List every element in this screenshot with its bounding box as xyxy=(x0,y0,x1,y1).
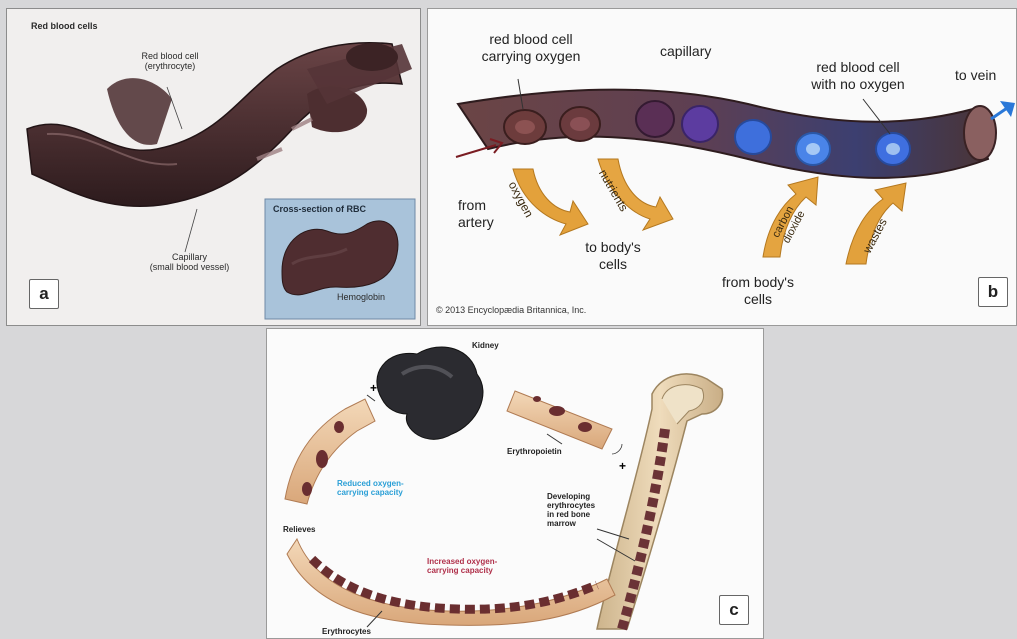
to-body-cells-line1: to body's xyxy=(558,239,668,256)
capillary-illustration xyxy=(7,9,421,326)
from-body-cells-line1: from body's xyxy=(698,274,818,291)
plus-sign-right: + xyxy=(619,459,626,473)
rbc-no-oxygen-label: red blood cell with no oxygen xyxy=(798,59,918,93)
panel-b: red blood cell carrying oxygen capillary… xyxy=(427,8,1017,326)
developing-line4: marrow xyxy=(547,519,595,528)
developing-line2: erythrocytes xyxy=(547,501,595,510)
panel-a: Red blood cells Red blood cell (erythroc… xyxy=(6,8,421,326)
reduced-capacity-line1: Reduced oxygen- xyxy=(337,479,404,488)
relieves-label: Relieves xyxy=(283,525,315,534)
erythrocytes-label: Erythrocytes xyxy=(322,627,371,636)
erythropoietin-label: Erythropoietin xyxy=(507,447,562,456)
capillary-label-b: capillary xyxy=(660,43,711,60)
inset-title: Cross-section of RBC xyxy=(273,204,366,214)
plus-sign-left: + xyxy=(370,381,377,395)
from-body-cells-line2: cells xyxy=(698,291,818,308)
kidney-label: Kidney xyxy=(472,341,499,350)
capillary-label-line1: Capillary xyxy=(137,252,242,262)
reduced-capacity-line2: carrying capacity xyxy=(337,488,404,497)
rbc-oxygen-line1: red blood cell xyxy=(466,31,596,48)
panel-a-title: Red blood cells xyxy=(31,21,98,31)
developing-line1: Developing xyxy=(547,492,595,501)
rbc-label: Red blood cell (erythrocyte) xyxy=(135,51,205,71)
to-body-cells-label: to body's cells xyxy=(558,239,668,273)
capillary-label: Capillary (small blood vessel) xyxy=(137,252,242,272)
from-artery-line1: from xyxy=(458,197,494,214)
rbc-label-line2: (erythrocyte) xyxy=(135,61,205,71)
hemoglobin-label: Hemoglobin xyxy=(337,292,385,302)
rbc-oxygen-label: red blood cell carrying oxygen xyxy=(466,31,596,65)
panel-a-letter: a xyxy=(29,279,59,309)
from-body-cells-label: from body's cells xyxy=(698,274,818,308)
to-vein-label: to vein xyxy=(955,67,996,84)
rbc-no-oxygen-line2: with no oxygen xyxy=(798,76,918,93)
increased-capacity-label: Increased oxygen- carrying capacity xyxy=(427,557,497,575)
capillary-label-line2: (small blood vessel) xyxy=(137,262,242,272)
panel-c: Kidney Erythropoietin Reduced oxygen- ca… xyxy=(266,328,764,639)
increased-capacity-line1: Increased oxygen- xyxy=(427,557,497,566)
from-artery-line2: artery xyxy=(458,214,494,231)
panel-c-letter: c xyxy=(719,595,749,625)
rbc-oxygen-line2: carrying oxygen xyxy=(466,48,596,65)
panel-b-letter: b xyxy=(978,277,1008,307)
rbc-no-oxygen-line1: red blood cell xyxy=(798,59,918,76)
rbc-label-line1: Red blood cell xyxy=(135,51,205,61)
developing-line3: in red bone xyxy=(547,510,595,519)
reduced-capacity-label: Reduced oxygen- carrying capacity xyxy=(337,479,404,497)
developing-erythrocytes-label: Developing erythrocytes in red bone marr… xyxy=(547,492,595,528)
to-body-cells-line2: cells xyxy=(558,256,668,273)
from-artery-label: from artery xyxy=(458,197,494,231)
increased-capacity-line2: carrying capacity xyxy=(427,566,497,575)
copyright-text: © 2013 Encyclopædia Britannica, Inc. xyxy=(436,305,586,315)
